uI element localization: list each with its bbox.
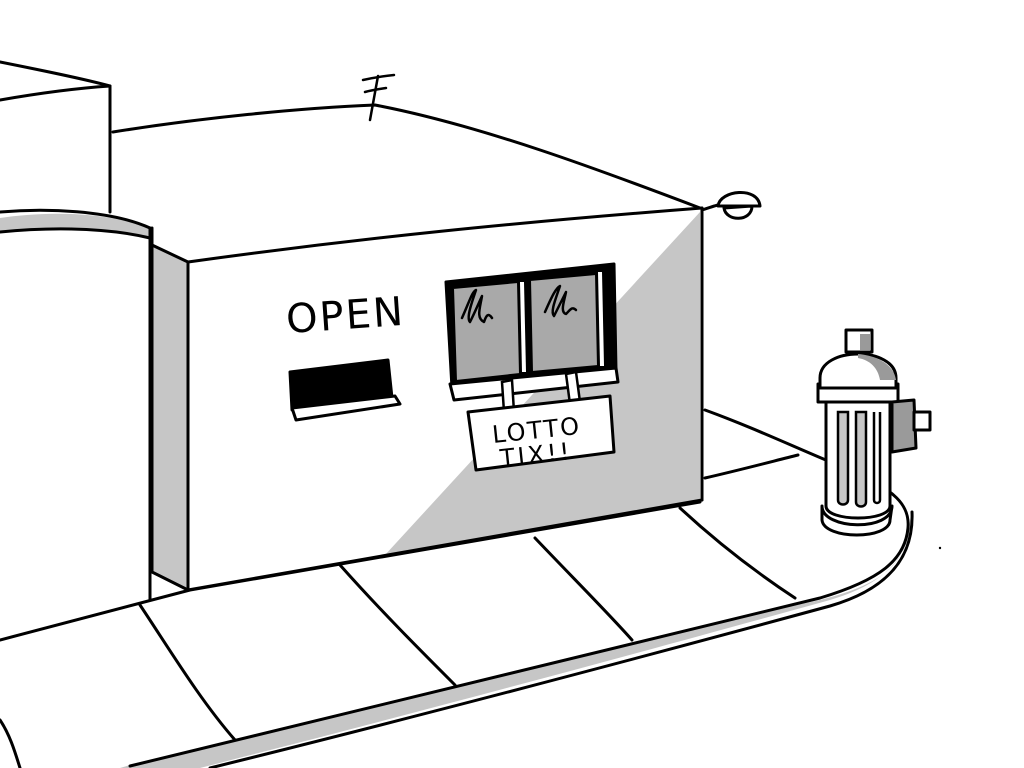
wall-lamp-icon <box>700 191 762 220</box>
drop-slot <box>288 358 402 422</box>
speck <box>938 546 942 550</box>
fire-hydrant-icon <box>816 328 932 537</box>
roof-antenna-icon <box>361 73 396 122</box>
neighbor-building <box>0 60 152 602</box>
open-sign-text: OPEN <box>285 289 407 343</box>
sidewalk <box>0 408 914 768</box>
shop-window <box>444 262 620 402</box>
lotto-sign: LOTTO TIX!! <box>466 370 616 473</box>
